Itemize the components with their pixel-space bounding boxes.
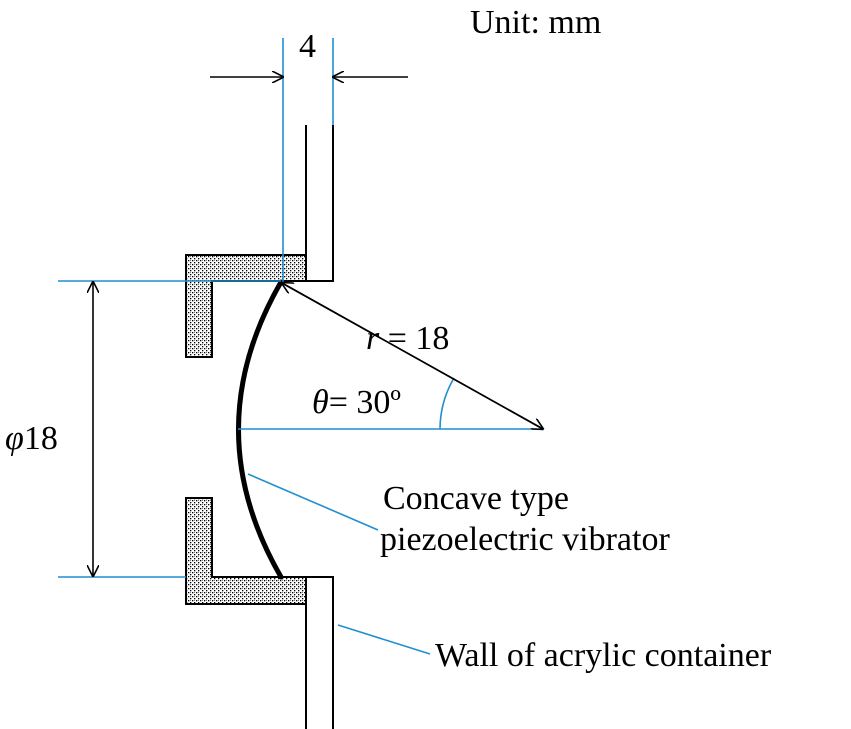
leader-line-wall bbox=[337, 624, 431, 655]
holder-upper bbox=[185, 254, 307, 358]
unit-label: Unit: mm bbox=[470, 4, 601, 41]
angle-symbol: θ bbox=[312, 384, 329, 421]
vibrator-label-line1: Concave type bbox=[383, 480, 569, 517]
diameter-value: 18 bbox=[24, 420, 58, 457]
angle-label: θ= 30º bbox=[312, 384, 401, 421]
radius-label: r = 18 bbox=[366, 320, 449, 357]
dimension-arrows bbox=[93, 77, 543, 576]
diameter-label: φ18 bbox=[5, 420, 58, 457]
container-wall bbox=[305, 125, 334, 729]
radius-value: = 18 bbox=[379, 320, 449, 357]
thickness-label: 4 bbox=[299, 28, 316, 65]
radius-symbol: r bbox=[366, 320, 380, 357]
container-wall-upper bbox=[305, 125, 334, 282]
wall-label: Wall of acrylic container bbox=[435, 637, 772, 674]
dimension-lines bbox=[58, 38, 543, 655]
angle-value: = 30º bbox=[329, 384, 401, 421]
diameter-symbol: φ bbox=[5, 420, 24, 457]
vibrator-label-line2: piezoelectric vibrator bbox=[380, 521, 670, 558]
container-wall-lower bbox=[305, 576, 334, 729]
leader-line-vibrator bbox=[247, 473, 379, 531]
angle-arc bbox=[439, 377, 455, 430]
radius-arrow-tip bbox=[281, 282, 543, 429]
holder-lower bbox=[185, 497, 307, 605]
